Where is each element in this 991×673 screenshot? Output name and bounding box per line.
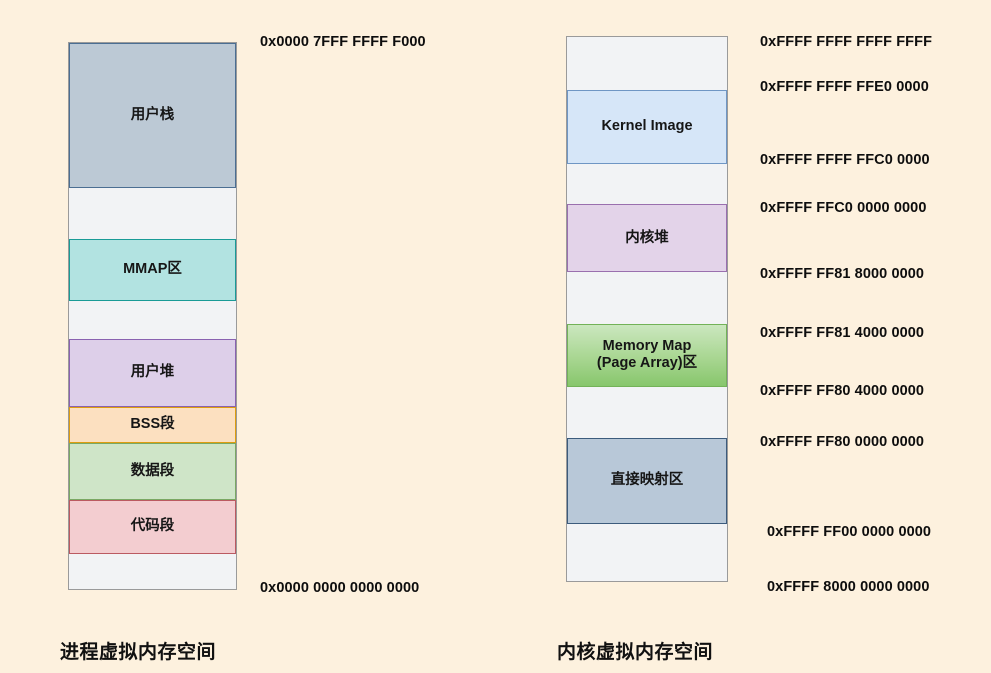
kernel-region-kernel-heap-label: 内核堆	[625, 229, 669, 246]
kernel-address-2: 0xFFFF FFFF FFC0 0000	[760, 152, 930, 168]
process-top-address: 0x0000 7FFF FFFF F000	[260, 34, 426, 50]
process-memory-bar: 用户栈 MMAP区 用户堆 BSS段 数据段 代码段	[68, 42, 237, 590]
region-user-heap[interactable]: 用户堆	[69, 339, 236, 407]
region-bss-segment-label: BSS段	[130, 416, 175, 433]
region-text-segment-label: 代码段	[130, 518, 175, 535]
region-text-segment[interactable]: 代码段	[69, 500, 236, 554]
region-user-stack-label: 用户栈	[130, 106, 175, 123]
kernel-address-6: 0xFFFF FF80 4000 0000	[760, 383, 925, 399]
region-user-heap-label: 用户堆	[130, 364, 175, 381]
region-gap-2	[69, 301, 236, 339]
region-user-stack[interactable]: 用户栈	[69, 43, 236, 188]
region-gap-1	[69, 188, 236, 239]
kernel-address-0: 0xFFFF FFFF FFFF FFFF	[760, 34, 933, 50]
kernel-region-gap-3	[567, 272, 727, 324]
region-data-segment-label: 数据段	[130, 462, 175, 479]
region-bss-segment[interactable]: BSS段	[69, 407, 236, 443]
kernel-address-7: 0xFFFF FF80 0000 0000	[760, 434, 925, 450]
kernel-region-direct-mapping[interactable]: 直接映射区	[567, 437, 727, 525]
kernel-address-4: 0xFFFF FF81 8000 0000	[760, 266, 925, 282]
kernel-region-kernel-image[interactable]: Kernel Image	[567, 89, 727, 164]
kernel-caption: 内核虚拟内存空间	[557, 642, 714, 663]
kernel-region-direct-mapping-label: 直接映射区	[610, 472, 684, 489]
region-gap-3	[69, 554, 236, 589]
kernel-address-1: 0xFFFF FFFF FFE0 0000	[760, 79, 929, 95]
region-mmap[interactable]: MMAP区	[69, 239, 236, 301]
kernel-region-memory-map-label: Memory Map (Page Array)区	[596, 338, 698, 372]
kernel-region-gap-5	[567, 524, 727, 581]
process-bottom-address: 0x0000 0000 0000 0000	[260, 580, 420, 596]
process-caption: 进程虚拟内存空间	[60, 642, 217, 663]
kernel-region-gap-2	[567, 163, 727, 205]
process-memory-column: 用户栈 MMAP区 用户堆 BSS段 数据段 代码段	[60, 34, 426, 663]
kernel-region-gap-4	[567, 386, 727, 438]
kernel-region-memory-map[interactable]: Memory Map (Page Array)区	[567, 323, 727, 387]
kernel-address-8: 0xFFFF FF00 0000 0000	[767, 524, 932, 540]
kernel-region-kernel-image-label: Kernel Image	[601, 118, 693, 135]
kernel-address-9: 0xFFFF 8000 0000 0000	[767, 579, 930, 595]
kernel-address-5: 0xFFFF FF81 4000 0000	[760, 325, 925, 341]
region-data-segment[interactable]: 数据段	[69, 443, 236, 500]
kernel-region-kernel-heap[interactable]: 内核堆	[567, 204, 727, 273]
kernel-address-3: 0xFFFF FFC0 0000 0000	[760, 200, 927, 216]
region-mmap-label: MMAP区	[123, 261, 182, 278]
kernel-memory-bar: Kernel Image 内核堆 Memory Map (Page Array)…	[566, 36, 728, 582]
kernel-region-gap-1	[567, 37, 727, 90]
